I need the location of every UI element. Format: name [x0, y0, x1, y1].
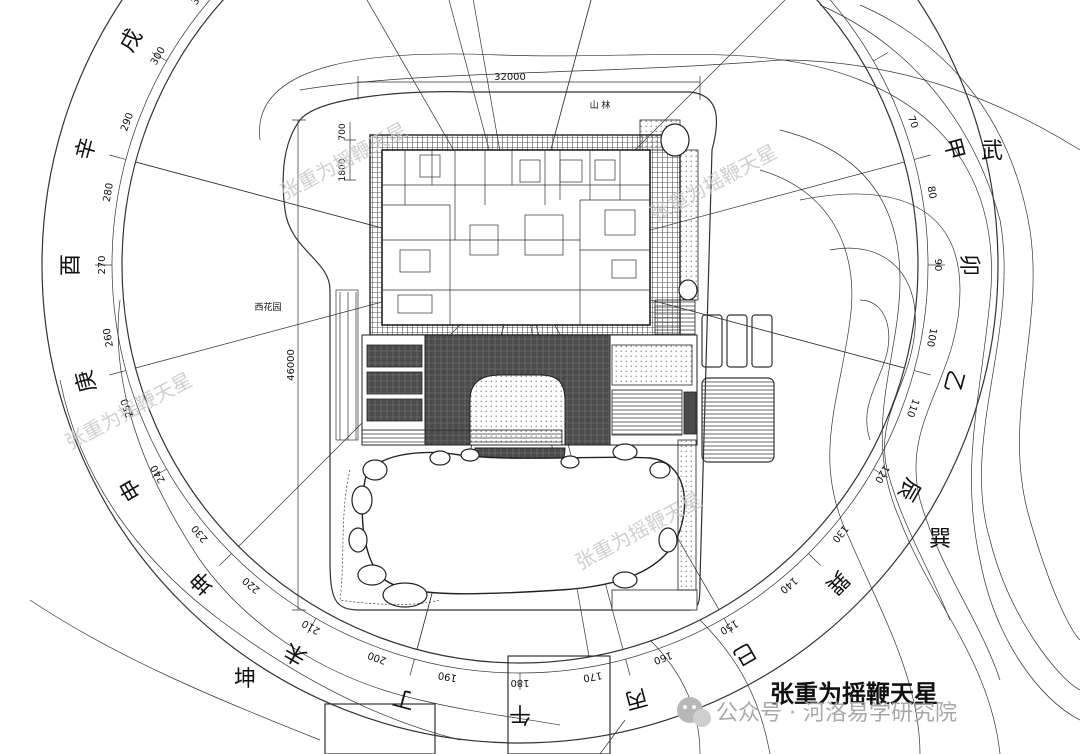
- compass-tick: [109, 370, 126, 376]
- compass-degree-label: 260: [102, 327, 116, 348]
- compass-mountain-label: 甲: [938, 135, 968, 163]
- garden-beds: [335, 289, 775, 463]
- compass-tick: [723, 618, 733, 634]
- compass-mountain-label: 辛: [72, 135, 102, 163]
- compass-tick: [151, 468, 167, 478]
- compass-extra-label: 坤: [234, 667, 256, 692]
- dimension-setback: 700: [338, 123, 348, 140]
- dimension-lines: [292, 76, 701, 611]
- compass-tick: [151, 52, 167, 62]
- compass-degree-label: 70: [905, 114, 920, 130]
- compass-mountain-label: 巽: [821, 566, 854, 599]
- compass-degree-label: 100: [924, 327, 938, 348]
- compass-mountain-label: 戌: [115, 25, 148, 57]
- compass-degree-label: 130: [829, 523, 850, 545]
- compass-degree-label: 90: [932, 259, 943, 272]
- compass-mountain-label: 乙: [938, 367, 968, 395]
- dimension-height: 46000: [286, 349, 297, 381]
- footer-account: 公众号 · 河洛易学研究院: [716, 701, 957, 726]
- compass-mountain-label: 申: [115, 473, 148, 505]
- compass-tick: [873, 468, 889, 478]
- compass-tick: [109, 154, 126, 160]
- dimension-depth: 1800: [338, 158, 348, 181]
- compass-degree-label: 170: [582, 669, 603, 683]
- compass-degree-label: 140: [778, 574, 800, 595]
- compass-degree-label: 190: [437, 669, 458, 683]
- compass-degree-label: 110: [904, 397, 921, 419]
- mountain-label: 山 林: [590, 99, 611, 111]
- wechat-icon: [677, 697, 711, 727]
- compass-degree-label: 200: [366, 649, 388, 666]
- compass-mountain-label: 庚: [72, 367, 102, 395]
- compass-tick: [625, 659, 631, 676]
- contour-lines: [29, 4, 1080, 754]
- compass-degree-label: 80: [925, 185, 938, 199]
- compass-degree-label: 230: [190, 523, 211, 545]
- compass-tick: [914, 370, 931, 376]
- author-label: 张重为摇鞭天星: [770, 680, 938, 708]
- compass-tick: [307, 618, 317, 634]
- compass-degree-label: 220: [241, 574, 263, 595]
- compass-degree-label: 290: [119, 111, 136, 133]
- compass-degree-label: 180: [510, 677, 529, 688]
- compass-tick: [914, 154, 931, 160]
- compass-tick: [808, 553, 821, 566]
- compass-degree-label: 310: [190, 0, 211, 7]
- compass-extra-label: 巽: [929, 527, 951, 552]
- compass-degree-label: 280: [102, 182, 116, 203]
- compass-mountain-label: 卯: [956, 254, 981, 276]
- compass-mountain-label: 丁: [390, 683, 418, 713]
- building-floorplan: [369, 119, 699, 341]
- terrace-paving: [361, 334, 698, 491]
- dimension-width: 32000: [494, 72, 526, 83]
- compass-mountain-label: 巳: [728, 637, 760, 670]
- adjacent-buildings: [324, 655, 626, 754]
- compass-mountain-label: 午: [509, 701, 531, 726]
- compass-mountain-label: 酉: [59, 254, 84, 276]
- compass-tick: [409, 659, 415, 676]
- compass-tick: [873, 52, 889, 62]
- compass-mountain-label: 坤: [186, 566, 219, 599]
- compass-degree-label: 270: [97, 255, 108, 274]
- pond: [339, 123, 698, 611]
- west-garden-label: 西花园: [254, 301, 281, 313]
- compass-extra-label: 武: [981, 139, 1003, 164]
- compass-mountain-label: 丙: [622, 683, 650, 713]
- compass-tick: [219, 553, 232, 566]
